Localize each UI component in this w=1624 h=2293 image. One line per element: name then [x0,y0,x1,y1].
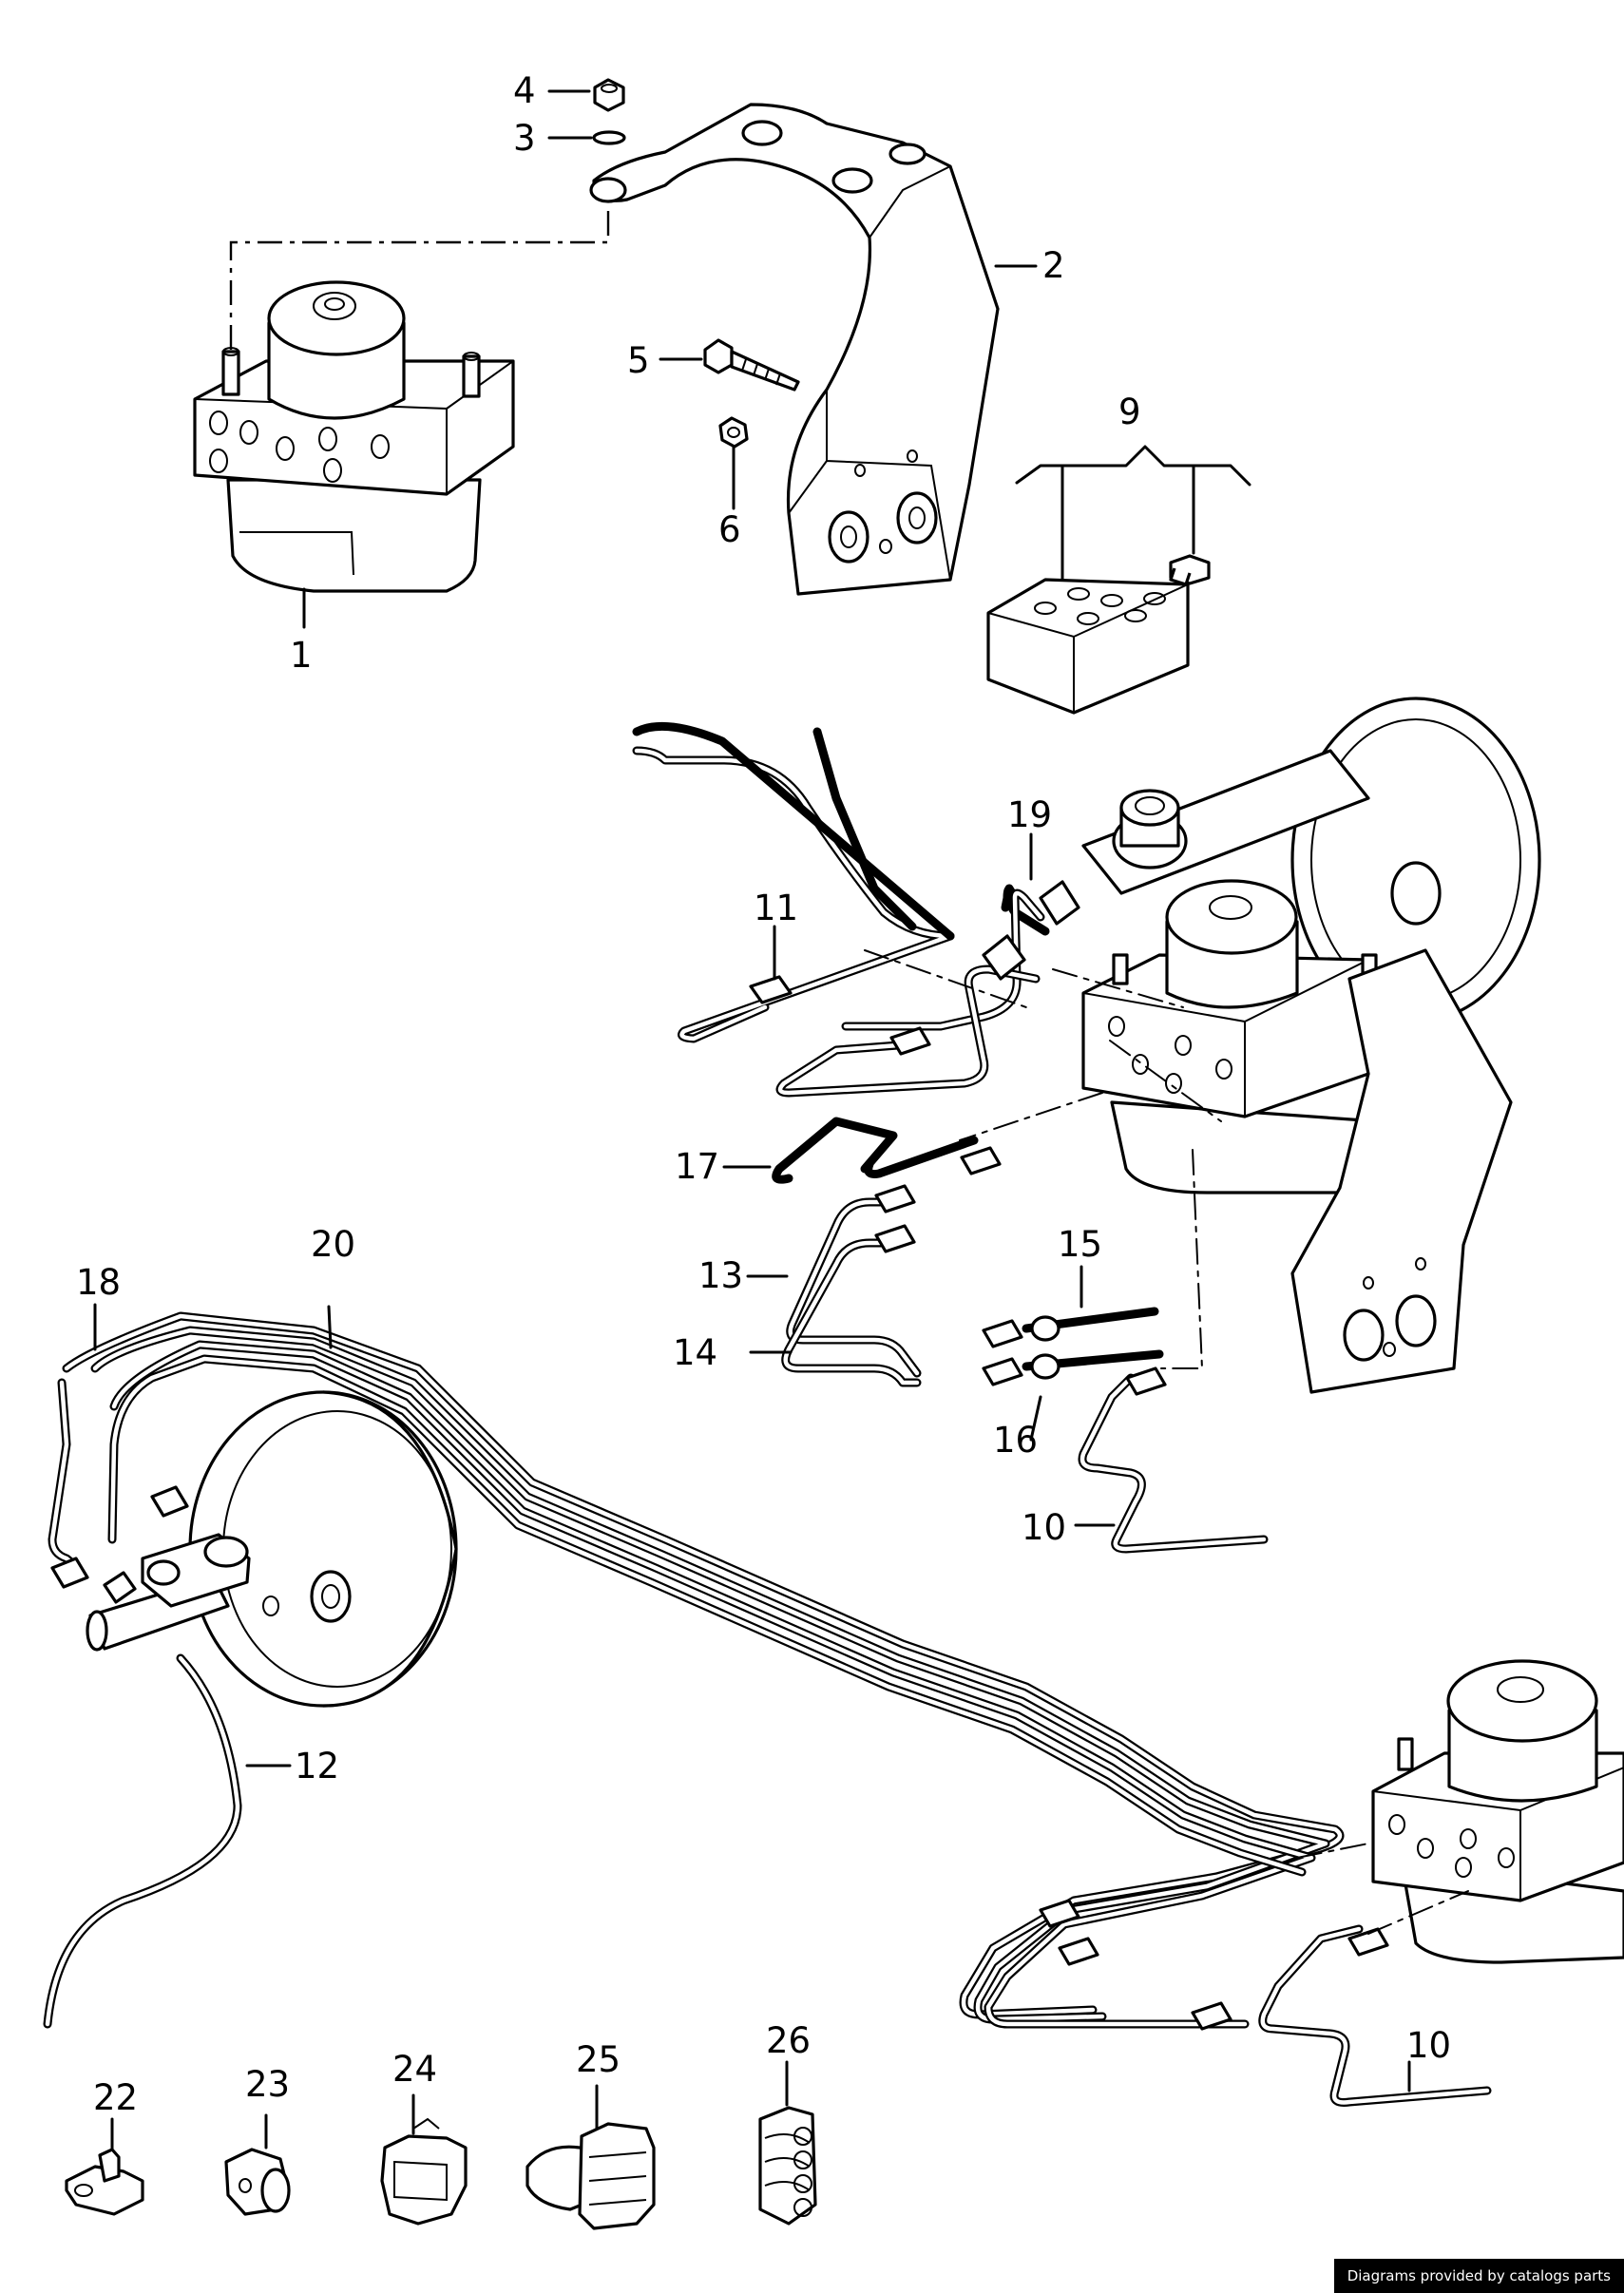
dash-lines-middle [864,949,1222,1369]
callout-12: 12 [295,1746,339,1787]
callout-5: 5 [627,340,650,381]
callout-23: 23 [245,2064,290,2105]
callout-25: 25 [576,2039,621,2080]
callout-19: 19 [1007,794,1052,835]
assembly-line-1 [229,209,610,350]
callout-15: 15 [1058,1224,1102,1265]
mounting-bracket[interactable] [589,103,1000,596]
leaders-clips [110,2060,789,2151]
callout-11: 11 [754,888,798,928]
callout-20: 20 [311,1224,355,1265]
callout-10-middle: 10 [1022,1507,1066,1548]
callout-2: 2 [1042,245,1065,286]
callout-10-lower: 10 [1406,2025,1451,2066]
clip-23[interactable] [224,2148,291,2216]
callout-26: 26 [766,2020,811,2061]
pipe-fittings-lower[interactable] [50,1485,1389,2031]
abs-unit-lower[interactable] [1371,1659,1624,1964]
brake-pipe-bundle[interactable] [43,1311,1492,2107]
leaders-lower [93,1303,1411,2092]
callout-17: 17 [675,1146,719,1187]
dash-lines-lower [1296,1843,1469,1935]
hex-bolt[interactable] [703,338,800,392]
callout-22: 22 [93,2077,138,2118]
master-cylinder-reservoir[interactable] [1081,749,1370,895]
attribution-footer: Diagrams provided by catalogs parts [1333,2259,1624,2293]
callout-6: 6 [718,509,741,550]
pipe-fittings-middle[interactable] [749,880,1167,1396]
lock-nut[interactable] [718,416,749,449]
callout-13: 13 [698,1255,743,1296]
callout-1: 1 [290,635,313,676]
bracket-installed[interactable] [1290,948,1513,1394]
washer[interactable] [592,130,626,145]
clip-22[interactable] [65,2148,144,2216]
leaders-middle [722,832,1116,1527]
brake-booster-left[interactable] [188,1390,458,1708]
callout-9: 9 [1118,392,1141,432]
bracket-leader-9 [1015,445,1251,487]
hex-nut[interactable] [593,78,625,112]
leaders-9 [1060,466,1195,582]
callout-16: 16 [993,1420,1038,1461]
abs-hydraulic-unit[interactable] [193,280,515,593]
callout-14: 14 [673,1332,717,1373]
sealing-plug-set[interactable] [986,554,1211,715]
clip-24[interactable] [380,2117,468,2226]
master-cylinder[interactable] [86,1533,251,1652]
callout-4: 4 [513,70,536,111]
brake-pipes-middle[interactable] [632,721,1269,1554]
clip-26[interactable] [758,2106,817,2226]
callout-24: 24 [392,2049,437,2090]
leaders-3-4 [547,89,593,140]
callout-18: 18 [76,1262,121,1303]
clip-25[interactable] [525,2122,656,2230]
callout-3: 3 [513,118,536,159]
abs-unit-installed[interactable] [1081,879,1380,1194]
